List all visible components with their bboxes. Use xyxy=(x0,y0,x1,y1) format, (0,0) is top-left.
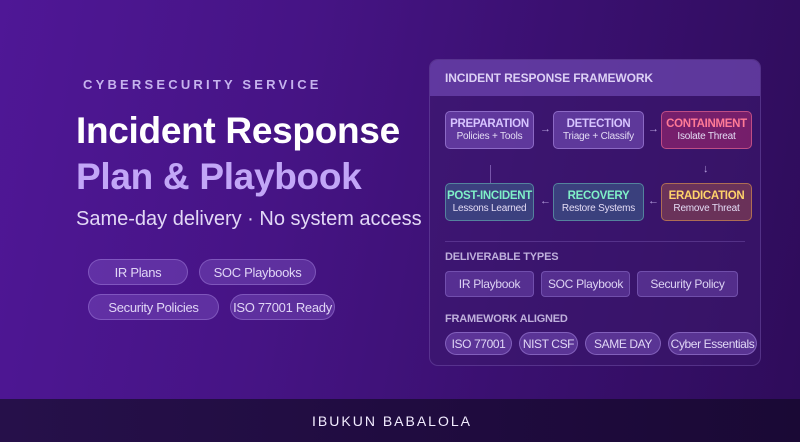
stage-name: ERADICATION xyxy=(668,189,745,202)
stage-name: PREPARATION xyxy=(450,117,529,130)
headline-line-1: Incident Response xyxy=(76,110,400,151)
arrow-left-icon: ← xyxy=(648,195,659,207)
stage-name: DETECTION xyxy=(566,117,631,130)
deliverables-label: DELIVERABLE TYPES xyxy=(445,251,559,263)
pill-iso-ready: ISO 77001 Ready xyxy=(230,294,335,320)
stage-desc: Policies + Tools xyxy=(456,130,523,142)
framework-nist: NIST CSF xyxy=(519,332,578,355)
stage-name: CONTAINMENT xyxy=(666,117,747,130)
author-name: IBUKUN BABALOLA xyxy=(312,412,472,429)
stage-desc: Remove Threat xyxy=(673,202,740,214)
headline-line-2: Plan & Playbook xyxy=(76,156,362,197)
arrow-left-icon: ← xyxy=(540,195,551,207)
subtitle: Same-day delivery · No system access xyxy=(76,208,422,230)
pill-soc-playbooks: SOC Playbooks xyxy=(199,259,316,285)
pill-security-policies: Security Policies xyxy=(88,294,219,320)
banner: CYBERSECURITY SERVICE Incident Response … xyxy=(76,59,761,366)
stage-desc: Isolate Threat xyxy=(677,130,736,142)
arrow-right-icon: → xyxy=(540,123,551,135)
stage-eradication: ERADICATION Remove Threat xyxy=(661,183,752,221)
eyebrow-label: CYBERSECURITY SERVICE xyxy=(83,77,322,92)
deliverable-soc-playbook: SOC Playbook xyxy=(541,271,630,297)
connector-line xyxy=(490,165,491,183)
framework-same-day: SAME DAY xyxy=(585,332,661,355)
stage-desc: Lessons Learned xyxy=(452,202,527,214)
arrow-right-icon: → xyxy=(648,123,659,135)
stage-containment: CONTAINMENT Isolate Threat xyxy=(661,111,752,149)
stage-name: POST-INCIDENT xyxy=(447,189,532,202)
arrow-down-icon: ↓ xyxy=(703,163,709,175)
deliverable-ir-playbook: IR Playbook xyxy=(445,271,534,297)
stage-desc: Restore Systems xyxy=(561,202,636,214)
stage-post-incident: POST-INCIDENT Lessons Learned xyxy=(445,183,534,221)
framework-cyber-essentials: Cyber Essentials xyxy=(668,332,757,355)
stage-recovery: RECOVERY Restore Systems xyxy=(553,183,644,221)
framework-card: INCIDENT RESPONSE FRAMEWORK PREPARATION … xyxy=(429,59,761,366)
deliverable-security-policy: Security Policy xyxy=(637,271,738,297)
stage-preparation: PREPARATION Policies + Tools xyxy=(445,111,534,149)
footer: IBUKUN BABALOLA xyxy=(0,399,800,442)
stage-name: RECOVERY xyxy=(567,189,630,202)
pill-ir-plans: IR Plans xyxy=(88,259,188,285)
divider xyxy=(445,241,745,242)
frameworks-label: FRAMEWORK ALIGNED xyxy=(445,313,568,325)
stage-detection: DETECTION Triage + Classify xyxy=(553,111,644,149)
card-title: INCIDENT RESPONSE FRAMEWORK xyxy=(430,60,760,96)
framework-iso: ISO 77001 xyxy=(445,332,512,355)
stage-desc: Triage + Classify xyxy=(563,130,634,142)
